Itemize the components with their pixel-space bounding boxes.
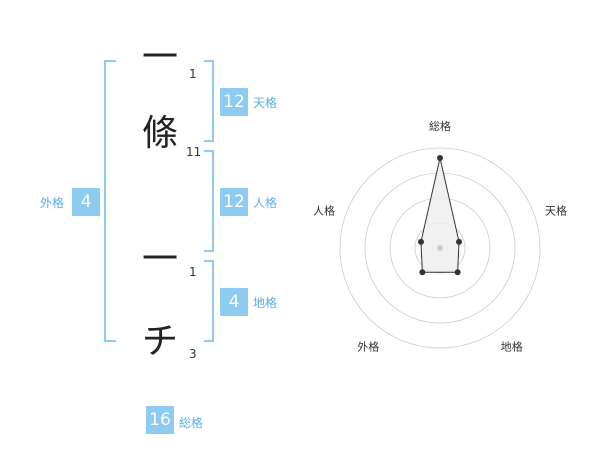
radar-point-2: [456, 238, 463, 245]
name-char-4: チ: [141, 321, 178, 362]
radar-axis-label-1: 総格: [429, 119, 451, 133]
stroke-count-2: 11: [186, 145, 202, 159]
soukaku-badge: 16: [146, 406, 174, 434]
gaikaku-badge: 4: [72, 188, 100, 216]
radar-center-dot: [437, 245, 443, 251]
tenkaku-badge: 12: [220, 88, 248, 116]
chikaku-label: 地格: [253, 296, 278, 310]
radar-axis-label-5: 人格: [313, 203, 335, 217]
jinkaku-bracket: [204, 150, 214, 252]
tenkaku-bracket: [204, 60, 214, 142]
chikaku-badge: 4: [220, 288, 248, 316]
radar-axis-label-4: 外格: [357, 340, 379, 354]
stroke-count-4: 3: [189, 347, 197, 361]
chikaku-bracket: [204, 260, 214, 342]
gaikaku-label: 外格: [40, 196, 65, 210]
radar-point-4: [419, 269, 426, 276]
name-char-2: 條: [141, 113, 178, 154]
name-char-1: 一: [141, 37, 178, 78]
radar-point-1: [437, 155, 443, 161]
soukaku-label: 総格: [179, 416, 204, 430]
radar-point-3: [454, 269, 461, 276]
stroke-count-1: 1: [189, 67, 197, 81]
radar-axis-label-3: 地格: [501, 340, 523, 354]
jinkaku-badge: 12: [220, 188, 248, 216]
tenkaku-label: 天格: [253, 96, 278, 110]
radar-axis-label-2: 天格: [545, 203, 567, 217]
jinkaku-label: 人格: [253, 196, 278, 210]
radar-point-5: [417, 238, 424, 245]
name-char-3: 一: [141, 239, 178, 280]
stroke-count-3: 1: [189, 265, 197, 279]
radar-series-area: [420, 157, 460, 273]
gaikaku-bracket: [104, 60, 116, 342]
radar-grid-ring: [339, 147, 541, 349]
